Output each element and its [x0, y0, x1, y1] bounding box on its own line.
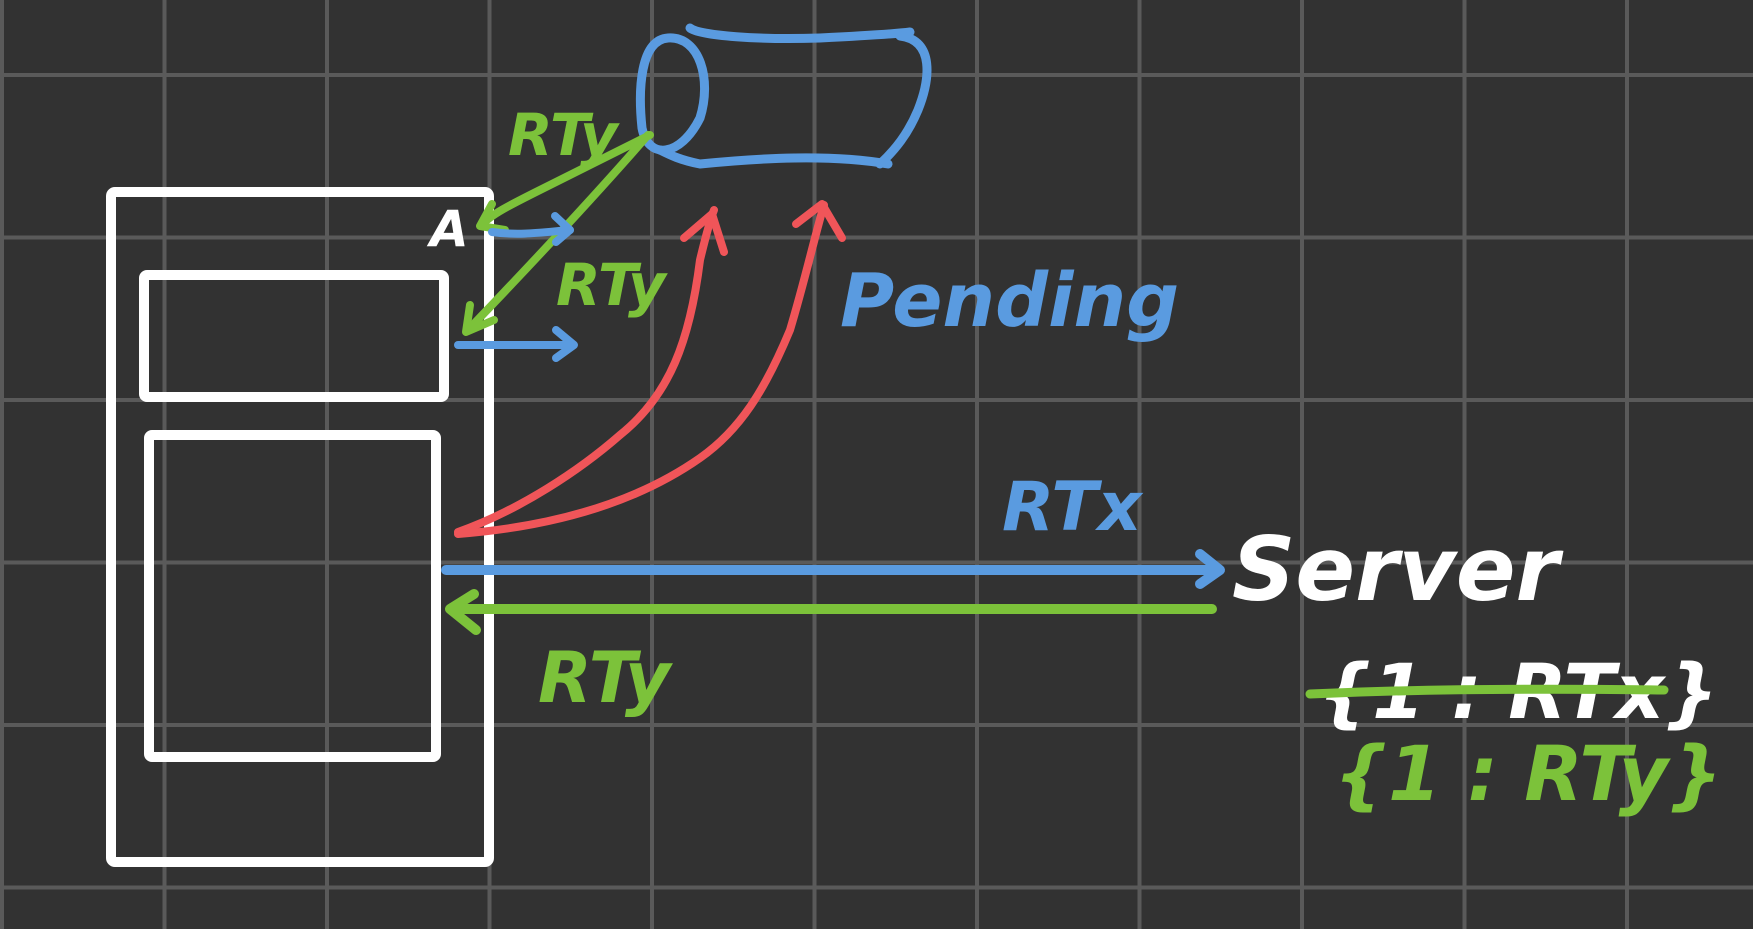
pending-label: Pending	[840, 258, 1179, 344]
rt-y-mid-label: RTy	[556, 251, 668, 319]
rt-y-bottom-label: RTy	[538, 637, 674, 719]
queue-to-a-arrow	[478, 131, 654, 229]
a-blue-arrowhead	[551, 212, 574, 246]
server-label: Server	[1232, 518, 1564, 621]
device-bottom-panel	[144, 430, 441, 762]
cylinder-right-cap	[875, 31, 932, 169]
red-arrow-right-head	[792, 200, 846, 242]
request-rtx-arrowhead	[1195, 549, 1225, 589]
queue-to-panel-arrowhead	[462, 301, 498, 336]
device-top-panel	[139, 270, 449, 402]
red-arrow-right	[454, 201, 828, 538]
map-new-label: {1 : RTy}	[1334, 729, 1722, 818]
server-arrows	[441, 549, 1225, 635]
device-blue-arrows	[454, 212, 578, 362]
red-pending-arrows	[454, 200, 846, 538]
a-blue-arrow	[488, 226, 574, 238]
pending-queue-cylinder	[635, 23, 932, 169]
panel-blue-arrowhead	[552, 326, 578, 362]
rt-y-top-label: RTy	[508, 101, 620, 169]
red-arrow-left-head	[680, 210, 728, 256]
response-rty-arrowhead	[445, 589, 481, 635]
cylinder-top-edge	[685, 23, 915, 44]
map-old-strikethrough	[1305, 684, 1669, 699]
node-a-label: A	[426, 200, 469, 258]
client-device	[106, 187, 494, 867]
cylinder-bottom-edge	[655, 145, 893, 169]
rt-x-label: RTx	[1002, 468, 1144, 547]
red-arrow-left	[454, 206, 718, 536]
